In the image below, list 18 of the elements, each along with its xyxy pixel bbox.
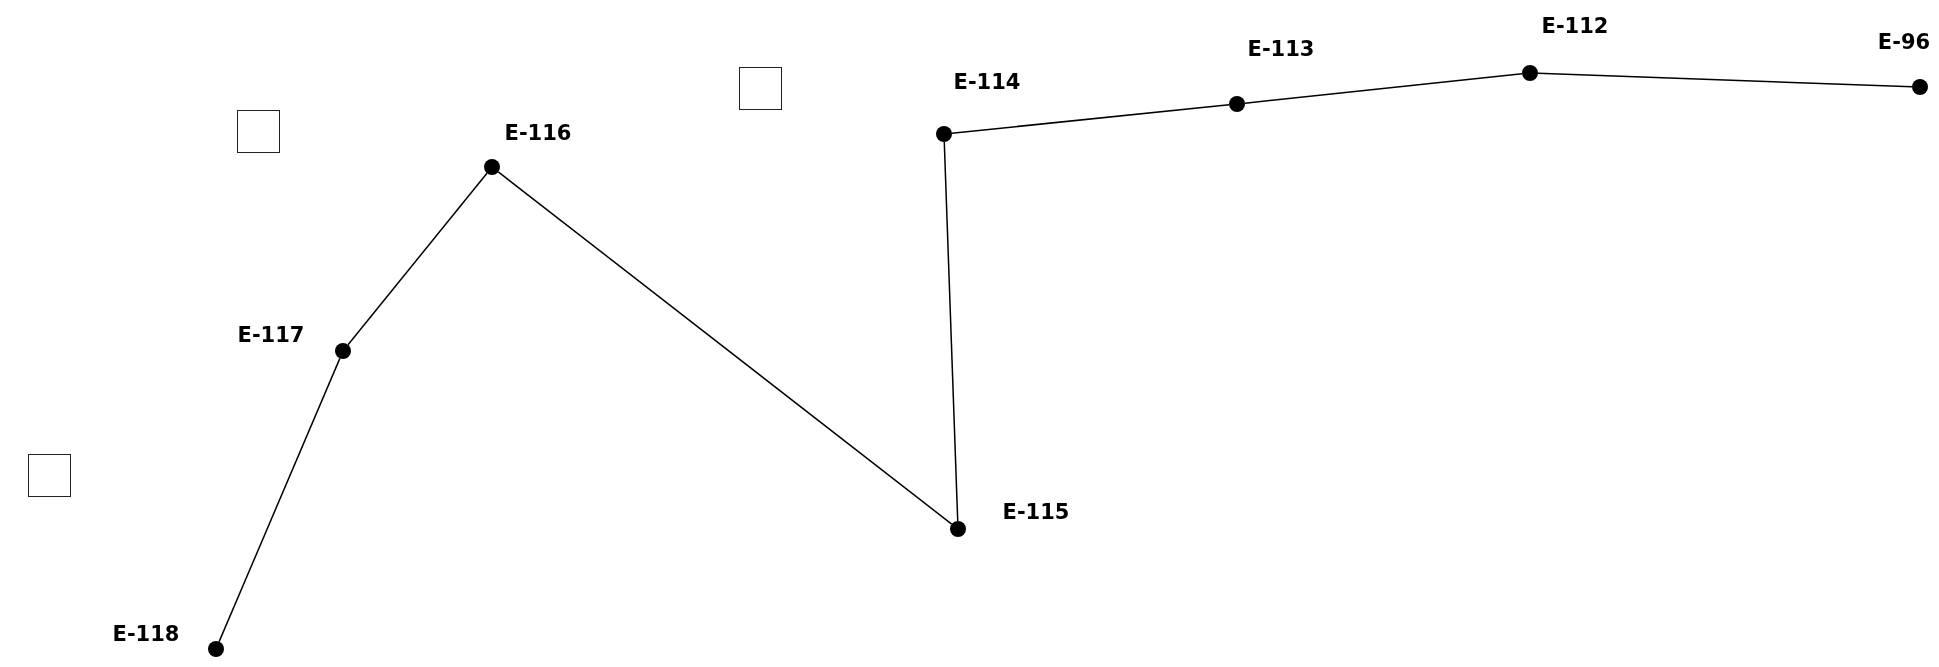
point-label: E-116 (504, 122, 572, 144)
empty-square (28, 454, 71, 497)
connector-line (1244, 73, 1523, 104)
point-label: E-115 (1002, 501, 1070, 523)
empty-square (739, 67, 782, 110)
empty-square (237, 110, 280, 153)
point-label: E-118 (112, 623, 180, 645)
connector-line (943, 141, 959, 522)
connector-line (497, 171, 953, 525)
point-label: E-113 (1247, 38, 1315, 60)
connector-line (218, 357, 341, 643)
connector-line (347, 172, 488, 346)
point-label: E-96 (1877, 31, 1931, 53)
connector-line (951, 104, 1230, 134)
point-label: E-114 (953, 71, 1021, 93)
connector-line (1537, 72, 1913, 88)
point-label: E-112 (1541, 15, 1609, 37)
point-label: E-117 (237, 324, 305, 346)
